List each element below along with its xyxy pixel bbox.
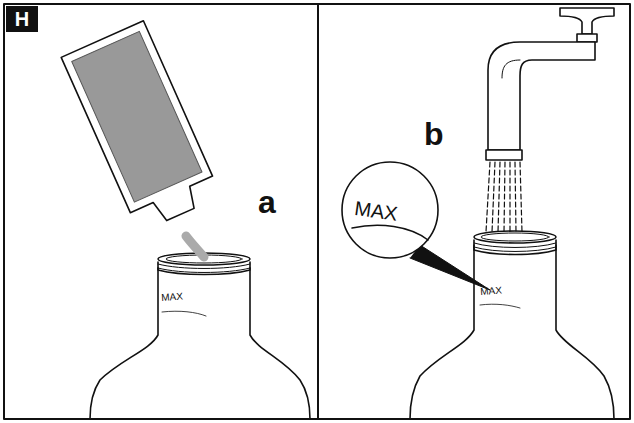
powder-stream bbox=[186, 236, 204, 257]
panel-letter-box: H bbox=[6, 6, 38, 32]
panel-letter: H bbox=[15, 9, 29, 29]
step-letter: a bbox=[258, 186, 276, 218]
divider bbox=[317, 4, 319, 419]
frame bbox=[4, 4, 630, 419]
max-mark: MAX bbox=[480, 285, 502, 296]
bottle bbox=[410, 231, 614, 419]
faucet bbox=[486, 8, 614, 160]
step-letter: b bbox=[424, 118, 444, 150]
water-stream bbox=[486, 162, 522, 232]
max-mark: MAX bbox=[161, 291, 183, 302]
bottle bbox=[90, 253, 310, 419]
max-mark-line bbox=[480, 304, 520, 308]
magnifier-callout bbox=[342, 162, 490, 290]
sachet bbox=[61, 21, 221, 233]
max-mark-line bbox=[162, 311, 206, 316]
